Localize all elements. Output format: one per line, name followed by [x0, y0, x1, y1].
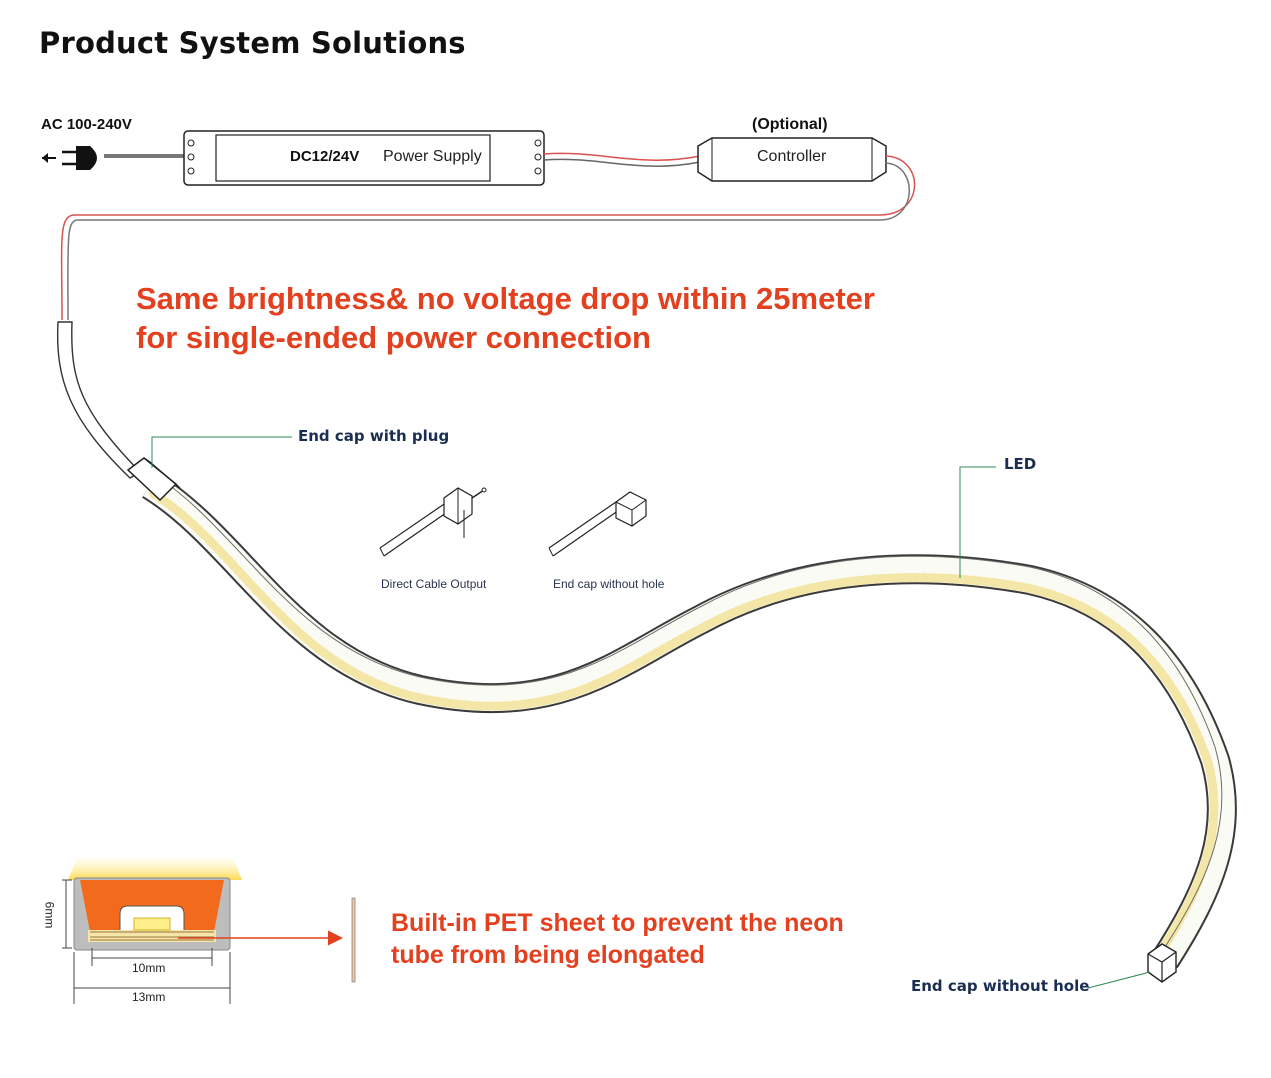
pet-note-line-1: Built-in PET sheet to prevent the neon [391, 909, 844, 937]
power-supply-label: Power Supply [383, 148, 482, 165]
dimension-height: 6mm [42, 901, 57, 929]
power-supply-box [183, 130, 545, 186]
led-neon-strip [142, 471, 1237, 969]
end-cap-with-plug [126, 457, 181, 502]
cable-to-strip [60, 155, 916, 321]
end-cap-without-hole [1147, 943, 1177, 983]
callout-led: LED [1004, 455, 1037, 473]
cross-section-glow [68, 855, 242, 880]
ac-plug-icon [42, 146, 186, 170]
cross-section-dimensions [62, 879, 231, 1004]
ac-input-label: AC 100-240V [41, 116, 132, 133]
option-direct-cable-label: Direct Cable Output [381, 577, 487, 591]
dimension-inner-width: 10mm [132, 961, 166, 975]
headline-line-1: Same brightness& no voltage drop within … [136, 281, 875, 316]
callout-end-cap-with-plug: End cap with plug [298, 427, 450, 445]
leader-lines [151, 436, 1151, 989]
direct-cable-output-icon [379, 487, 487, 557]
page-title: Product System Solutions [39, 26, 466, 60]
controller-optional-label: (Optional) [752, 116, 828, 133]
option-end-cap-without-hole-label: End cap without hole [553, 577, 665, 591]
controller-label: Controller [757, 148, 827, 165]
dc-cable-to-controller [543, 152, 701, 167]
power-supply-voltage: DC12/24V [290, 148, 360, 165]
pet-note-line-2: tube from being elongated [391, 941, 705, 969]
cross-section-profile [73, 877, 231, 951]
callout-end-cap-without-hole: End cap without hole [911, 977, 1090, 995]
dimension-outer-width: 13mm [132, 990, 166, 1004]
pet-arrow [178, 897, 356, 983]
end-cap-without-hole-option-icon [548, 491, 647, 557]
lead-in-tube [56, 321, 142, 479]
controller-box [697, 137, 887, 182]
headline-line-2: for single-ended power connection [136, 320, 651, 355]
